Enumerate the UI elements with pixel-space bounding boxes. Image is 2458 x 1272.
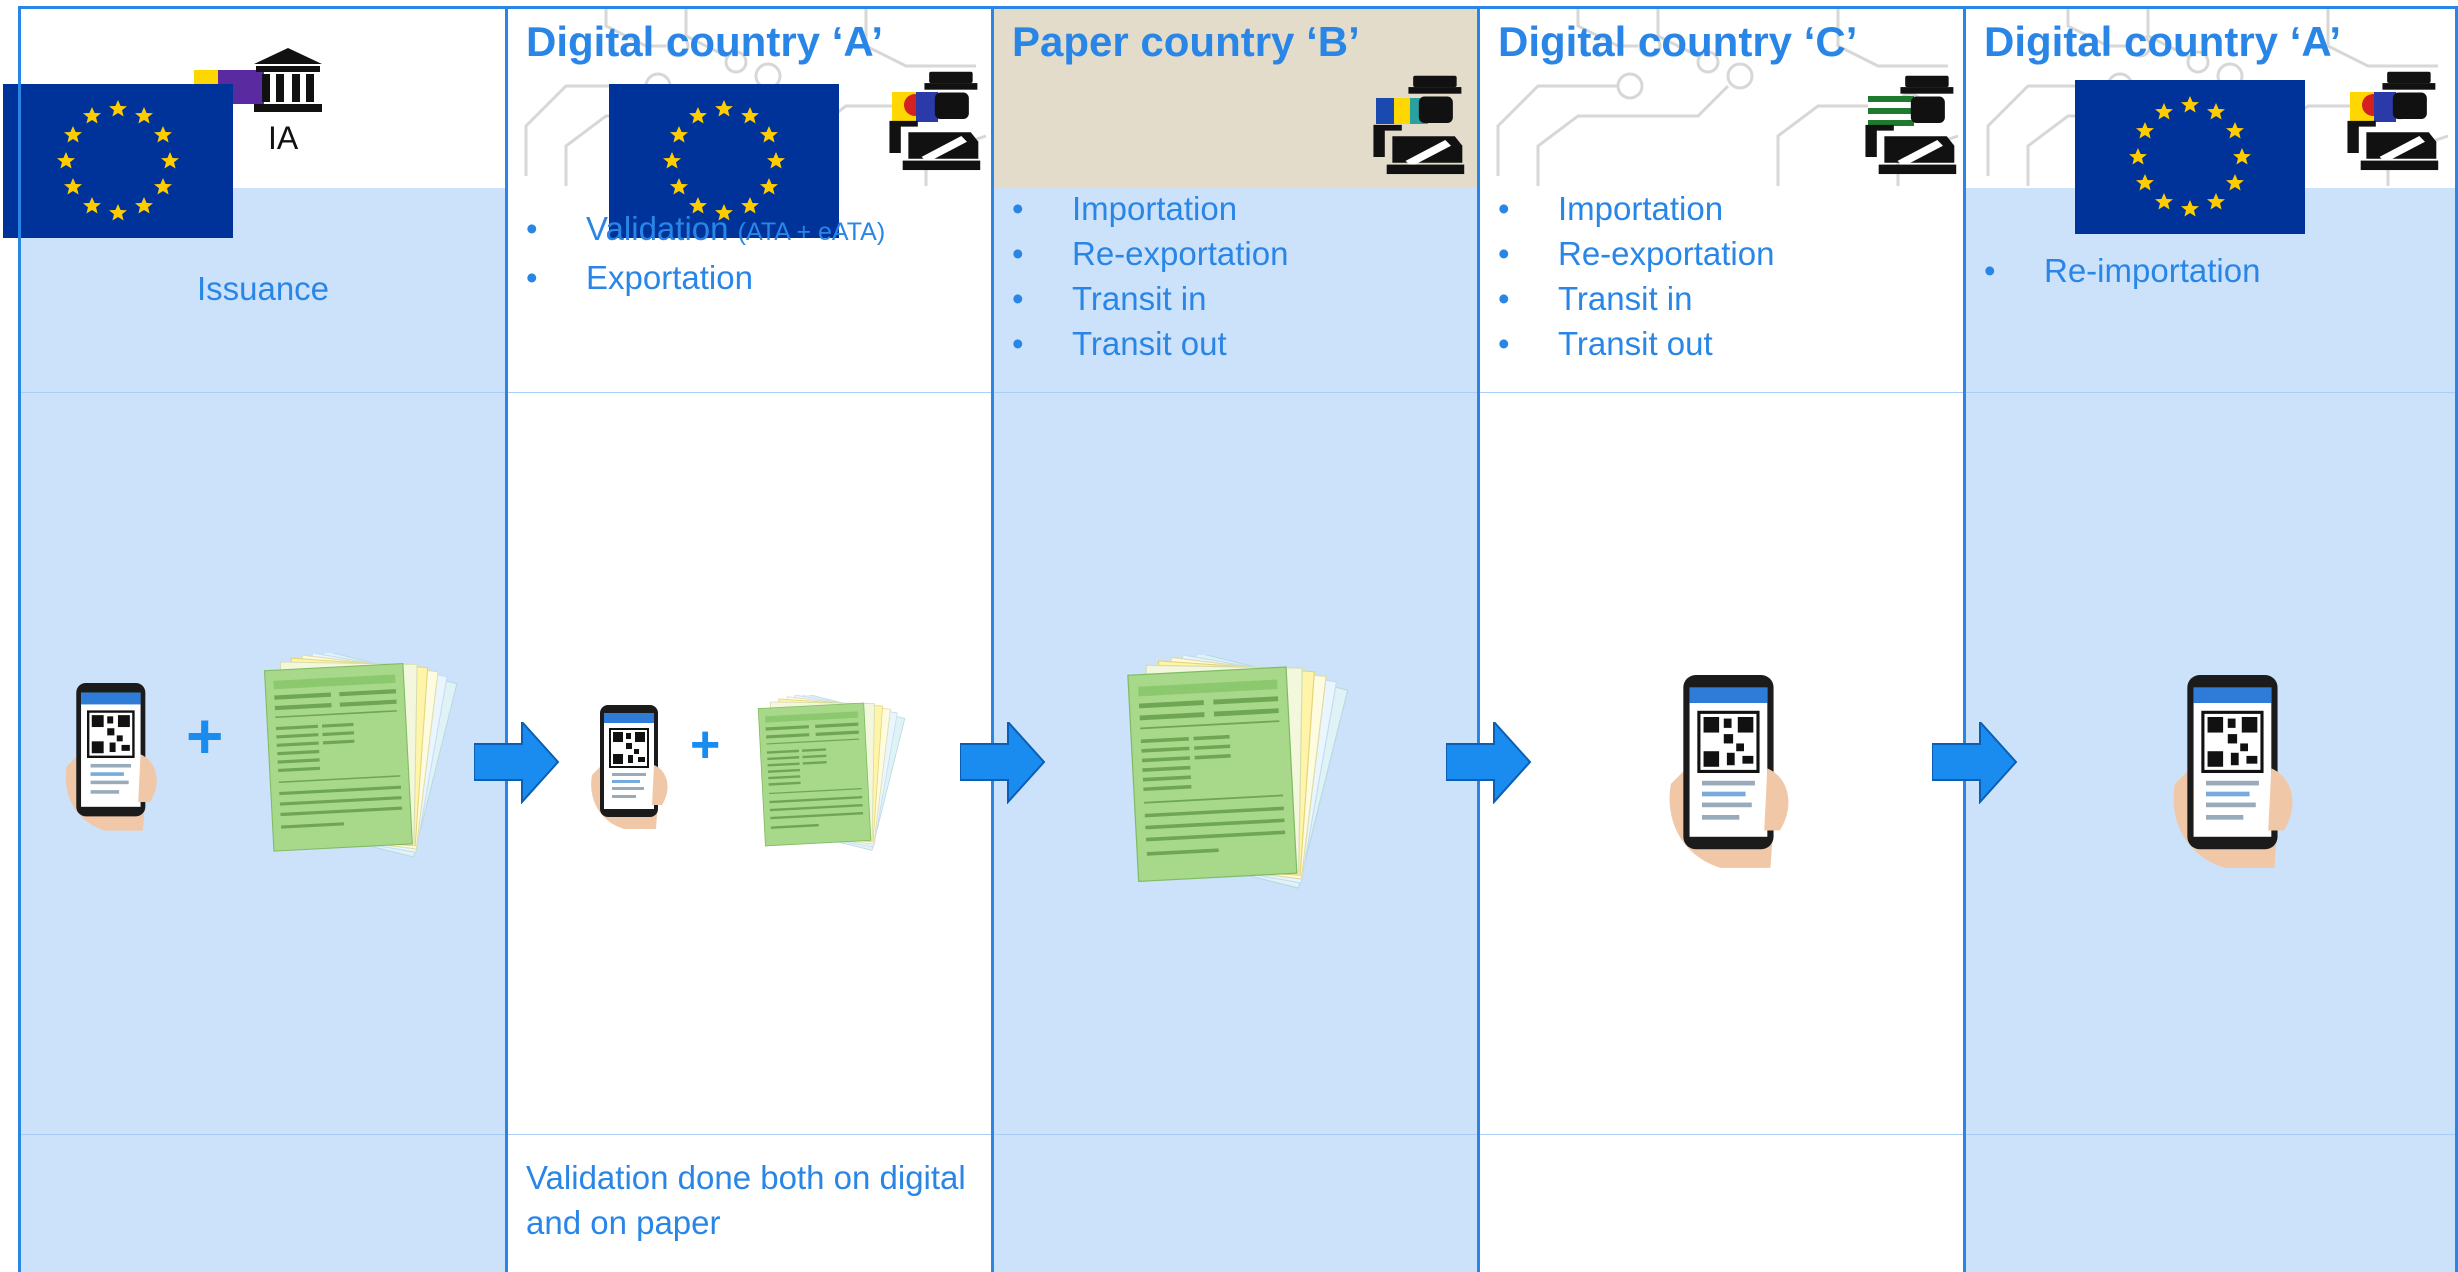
issuance-label: Issuance [196, 270, 330, 307]
activity-item: •Transit out [1012, 325, 1227, 362]
note-band [1964, 1134, 2458, 1272]
note-band: Validation done both on digital and on p… [506, 1134, 992, 1272]
phone-eata-qr-icon [64, 683, 158, 832]
country-flag-mini [1376, 98, 1394, 124]
activities-list: •Importation •Re-exportation •Transit in… [1012, 186, 1288, 366]
activities-list: •Importation •Re-exportation •Transit in… [1498, 186, 1774, 366]
carnet-band [992, 392, 1478, 1134]
column-header: Digital country ‘C’ [1478, 6, 1964, 188]
activity-item: •Validation (ATA + eATA) [526, 210, 886, 247]
activity-item: •Re-exportation [1012, 235, 1289, 272]
column-header: Paper country ‘B’ [992, 6, 1478, 188]
column-divider [18, 6, 21, 1272]
paper-carnet-stack-icon [263, 653, 458, 858]
activity-item: •Importation [1012, 190, 1238, 227]
customs-officer-icon [889, 71, 981, 171]
plus-sign: + [186, 700, 224, 772]
column-title: Digital country ‘A’ [1984, 18, 2342, 65]
customs-officer-icon [2347, 71, 2439, 171]
column-digital-country-a-return: Digital country ‘A’ •Re-importation [1964, 6, 2458, 1272]
carnet-band: + [506, 392, 992, 1134]
country-flag-mini [916, 92, 938, 122]
customs-officer-icon [1373, 75, 1465, 175]
activity-item: •Re-importation [1984, 252, 2261, 289]
phone-eata-qr-icon [1668, 675, 1790, 870]
column-title: Digital country ‘A’ [526, 18, 884, 65]
column-divider [2455, 6, 2458, 1272]
activity-item: •Transit out [1498, 325, 1713, 362]
eu-flag-icon [2074, 80, 2306, 234]
phone-eata-qr-icon [590, 705, 669, 830]
activities-band: •Validation (ATA + eATA) •Exportation [506, 188, 992, 392]
note-band [992, 1134, 1478, 1272]
activities-list: •Validation (ATA + eATA) •Exportation [526, 206, 885, 300]
customs-officer-icon [1865, 75, 1957, 175]
paper-carnet-stack-icon [757, 695, 906, 851]
activities-list: •Re-importation [1984, 248, 2260, 293]
activity-item: •Transit in [1012, 280, 1207, 317]
note-band [20, 1134, 506, 1272]
eu-flag-icon [2, 84, 234, 238]
column-paper-country-b: Paper country ‘B’ •Importation •Re-expor… [992, 6, 1478, 1272]
country-flag-mini [1868, 96, 1914, 126]
activity-item: •Exportation [526, 259, 753, 296]
plus-sign: + [690, 716, 721, 774]
country-flag-mini [2374, 92, 2396, 122]
note-band [1478, 1134, 1964, 1272]
carnet-band [1478, 392, 1964, 1134]
flow-arrow-icon [1932, 722, 2017, 803]
column-divider [1477, 6, 1480, 1272]
issuing-association-building-icon [254, 48, 322, 112]
column-divider [1963, 6, 1966, 1272]
column-title: Digital country ‘C’ [1498, 18, 1858, 65]
column-title: Paper country ‘B’ [1012, 18, 1360, 65]
flow-arrow-icon [960, 722, 1045, 803]
activity-item: •Re-exportation [1498, 235, 1775, 272]
activity-item: •Importation [1498, 190, 1724, 227]
paper-carnet-stack-icon [1127, 655, 1349, 889]
column-divider [991, 6, 994, 1272]
validation-note: Validation done both on digital and on p… [526, 1159, 966, 1241]
phone-eata-qr-icon [2172, 675, 2294, 870]
activities-band: •Importation •Re-exportation •Transit in… [1478, 188, 1964, 392]
column-divider [505, 6, 508, 1272]
frame-top-line [18, 6, 2458, 9]
column-digital-country-c: Digital country ‘C’ •Importation •Re-exp… [1478, 6, 1964, 1272]
ia-label: IA [268, 120, 299, 156]
column-issuing: Issuance + [20, 6, 506, 1272]
flow-arrow-icon [1446, 722, 1531, 803]
country-flag-mini [1394, 98, 1410, 124]
activity-item: •Transit in [1498, 280, 1693, 317]
column-digital-country-a: Digital country ‘A’ •Validation (ATA + e… [506, 6, 992, 1272]
carnet-band [1964, 392, 2458, 1134]
activities-band: •Importation •Re-exportation •Transit in… [992, 188, 1478, 392]
flow-arrow-icon [474, 722, 559, 803]
carnet-band: + [20, 392, 506, 1134]
